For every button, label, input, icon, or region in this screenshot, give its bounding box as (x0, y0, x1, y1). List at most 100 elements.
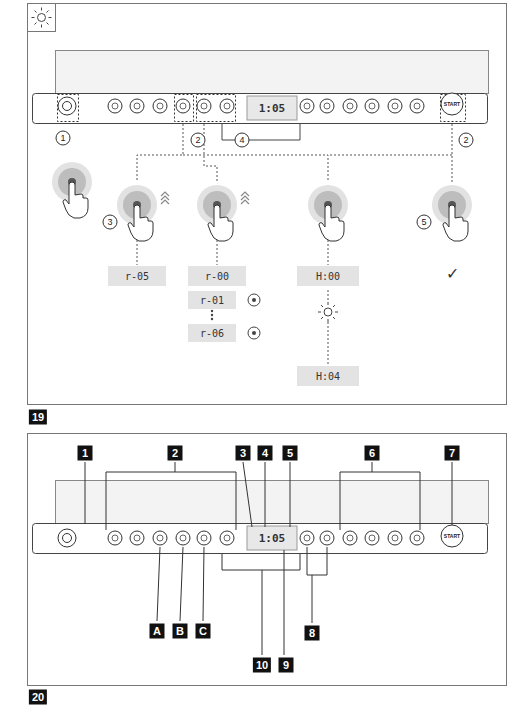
panel-buttons (58, 525, 463, 547)
panel-drawing (137, 124, 183, 182)
panel-drawing (443, 205, 468, 241)
callout-number: 8 (305, 626, 320, 641)
panel-drawing (304, 535, 310, 541)
panel-drawing (176, 99, 190, 113)
panel-drawing (372, 462, 373, 472)
display-text: r-01 (200, 295, 224, 306)
callout-number: 2 (168, 446, 183, 461)
display-box: r-06 (188, 324, 236, 342)
panel-drawing (197, 95, 236, 122)
panel-drawing (112, 535, 118, 541)
display-text: H:04 (316, 371, 340, 382)
callout-number: 6 (365, 446, 380, 461)
panel-drawing (304, 103, 310, 109)
panel-drawing (211, 318, 213, 320)
display-text: r-00 (205, 271, 229, 282)
panel-drawing (134, 535, 140, 541)
panel-drawing (220, 99, 234, 113)
panel-drawing (224, 103, 230, 109)
display-box: H:04 (297, 366, 359, 386)
panel-drawing (347, 103, 353, 109)
display-box: H:00 (297, 266, 359, 286)
panel-drawing (176, 531, 190, 545)
panel-drawing (369, 535, 375, 541)
panel-drawing (392, 103, 398, 109)
panel-drawing (211, 310, 213, 312)
display-box: r-00 (188, 266, 246, 286)
callout-number: 10 (253, 658, 271, 673)
panel-drawing (318, 302, 338, 322)
panel-drawing (56, 51, 489, 94)
figure-number: 20 (29, 690, 47, 705)
panel-drawing (130, 531, 144, 545)
panel-drawing (201, 535, 207, 541)
callout-number: 4 (235, 133, 250, 148)
panel-drawing (224, 535, 230, 541)
panel-drawing (28, 4, 507, 405)
panel-drawing (441, 93, 463, 115)
display-readout: 1:05 (257, 102, 288, 115)
panel-drawing (183, 155, 328, 182)
panel-drawing (137, 124, 452, 364)
panel-drawing (161, 192, 169, 204)
panel-drawing (33, 524, 488, 554)
panel-drawing (410, 531, 424, 545)
display-box: r-01 (188, 291, 236, 309)
callout-number: 5 (283, 446, 298, 461)
callout-number: C (196, 624, 211, 639)
panel-drawing (85, 462, 452, 655)
panel-drawing (153, 531, 167, 545)
panel-drawing (330, 155, 452, 156)
button-text: START (444, 534, 460, 539)
panel-drawing (262, 570, 263, 655)
callout-number: 2 (459, 133, 474, 148)
callout-number: 3 (236, 446, 251, 461)
panel-drawing (343, 531, 357, 545)
figure-number: 19 (29, 410, 47, 425)
callout-number: 9 (279, 658, 294, 673)
panel-drawing (211, 314, 213, 316)
panel-drawing (369, 103, 375, 109)
panel-drawing (56, 481, 489, 524)
panel-drawing (197, 99, 211, 113)
panel-drawing (328, 290, 329, 302)
panel-drawing (410, 99, 424, 113)
panel-drawing (175, 462, 176, 472)
panel-drawing (153, 99, 167, 113)
panel-drawing (441, 525, 463, 547)
panel-drawing (248, 327, 260, 339)
panel-drawing (157, 535, 163, 541)
panel-drawing (128, 205, 153, 241)
display-box: r-05 (108, 266, 166, 286)
panel-drawing (452, 462, 453, 525)
panel-drawing (243, 462, 252, 527)
panel-drawing (33, 94, 488, 124)
panel-drawing (157, 103, 163, 109)
panel-drawing (106, 472, 236, 530)
panel-drawing (112, 103, 118, 109)
panel-drawing (58, 95, 79, 122)
display-text: r-06 (200, 328, 224, 339)
panel-drawing (388, 531, 402, 545)
panel-drawing (180, 535, 186, 541)
panel-drawing (108, 99, 122, 113)
panel-drawing (175, 95, 194, 122)
callout-number: 1 (78, 446, 93, 461)
panel-drawing (203, 547, 204, 621)
panel-drawing (197, 531, 211, 545)
panel-drawing (347, 535, 353, 541)
callout-number: 7 (445, 446, 460, 461)
panel-drawing (320, 99, 334, 113)
callout-number: B (173, 624, 188, 639)
panel-drawing (365, 531, 379, 545)
panel-drawing (85, 462, 86, 524)
panel-drawing (247, 526, 297, 550)
panel-drawing (414, 535, 420, 541)
panel-drawing (324, 103, 330, 109)
callout-number: 2 (191, 133, 206, 148)
panel-drawing (252, 331, 256, 335)
panel-drawing (300, 99, 314, 113)
panel-buttons (58, 93, 463, 115)
panel-drawing (63, 534, 72, 543)
panel-drawing (157, 547, 160, 621)
